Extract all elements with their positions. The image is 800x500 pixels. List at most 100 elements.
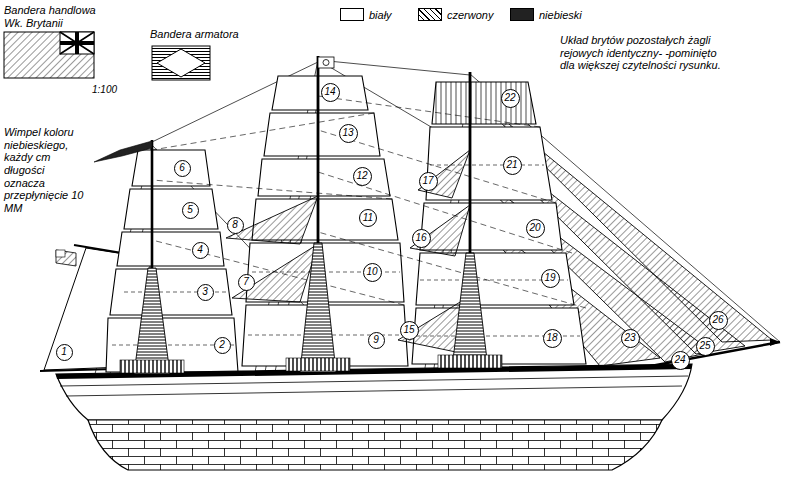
brace xyxy=(152,240,404,305)
shrouds xyxy=(134,268,170,374)
callout-circle: 17 xyxy=(419,172,438,191)
callout-number: 7 xyxy=(243,277,249,287)
bowsprit xyxy=(640,342,780,368)
callout-circle: 26 xyxy=(709,311,728,330)
chainplates xyxy=(438,355,502,368)
callout-circle: 16 xyxy=(412,229,431,248)
owner-flag-diamond xyxy=(157,49,205,77)
callout-circle: 9 xyxy=(368,332,385,349)
sail-seams xyxy=(112,165,580,345)
callout-circle: 5 xyxy=(182,202,199,219)
ensign-flag xyxy=(4,32,94,78)
callout-circle: 11 xyxy=(359,209,377,227)
masts xyxy=(152,56,470,374)
legend-swatch xyxy=(510,8,534,21)
square-sail xyxy=(132,150,210,186)
callout-circle: 24 xyxy=(671,351,690,370)
callout-number: 12 xyxy=(356,171,367,181)
shrouds xyxy=(452,253,488,368)
stern-ensign xyxy=(56,250,76,266)
callout-number: 23 xyxy=(624,333,635,343)
house-flag xyxy=(318,57,334,68)
callout-number: 1 xyxy=(61,347,67,357)
pennant xyxy=(94,141,152,162)
square-sail xyxy=(258,159,390,196)
callout-number: 15 xyxy=(403,325,414,335)
staysail xyxy=(232,244,318,302)
sheer-line xyxy=(60,376,688,396)
legend-entry: biały xyxy=(340,8,392,21)
hull-plating xyxy=(88,420,662,470)
square-sail xyxy=(264,113,380,156)
legend-swatch xyxy=(418,8,442,21)
square-sail xyxy=(432,82,536,124)
shrouds xyxy=(300,243,336,372)
house-flag-emblem xyxy=(323,60,329,66)
callout-number: 14 xyxy=(324,87,335,97)
callout-circle: 10 xyxy=(363,263,382,282)
mizzen-sails xyxy=(106,150,238,372)
callout-circle: 22 xyxy=(501,89,520,108)
callout-number: 19 xyxy=(544,273,555,283)
callout-number: 3 xyxy=(202,287,208,297)
rigging xyxy=(95,60,780,374)
drawing-note: Układ brytów pozostałych żagli rejowych … xyxy=(560,34,732,72)
callout-circle: 15 xyxy=(400,321,419,340)
union-saltire xyxy=(60,32,94,54)
callout-number: 10 xyxy=(366,267,377,277)
callout-number: 25 xyxy=(699,341,710,351)
legend-text: niebieski xyxy=(539,9,582,21)
staysail xyxy=(418,150,470,198)
braces xyxy=(152,96,586,308)
legend-text: czerwony xyxy=(447,9,493,21)
callout-circle: 7 xyxy=(238,274,255,291)
callout-circle: 1 xyxy=(56,344,73,361)
stay xyxy=(318,60,470,75)
callout-circle: 19 xyxy=(541,269,560,288)
owner-flag xyxy=(152,46,210,80)
callout-number: 21 xyxy=(506,160,517,170)
callout-circle: 14 xyxy=(321,83,340,102)
callout-number: 4 xyxy=(197,245,203,255)
union-cross xyxy=(60,32,94,54)
staysails xyxy=(226,150,470,352)
stern-ensign-canton xyxy=(56,250,65,257)
callout-number: 2 xyxy=(219,340,225,350)
brace xyxy=(152,113,374,150)
chainplates xyxy=(120,360,184,373)
callout-circle: 18 xyxy=(543,329,562,348)
square-sail xyxy=(272,76,368,110)
square-sail xyxy=(110,269,232,315)
square-sail xyxy=(124,189,218,229)
callout-number: 13 xyxy=(342,128,353,138)
callout-number: 16 xyxy=(415,233,426,243)
square-sail xyxy=(106,318,238,372)
callout-circle: 12 xyxy=(353,167,372,186)
bowsprit-tip xyxy=(770,338,780,346)
callout-number: 17 xyxy=(422,176,433,186)
legend-text: biały xyxy=(369,9,392,21)
square-sail xyxy=(117,232,224,266)
union-canton xyxy=(60,32,94,54)
callout-circle: 8 xyxy=(227,217,244,234)
callout-circle: 25 xyxy=(696,337,715,356)
pennant-note: Wimpel koloru niebieskiego, każdy cm dłu… xyxy=(4,126,88,214)
callout-number: 18 xyxy=(546,333,557,343)
callout-number: 8 xyxy=(232,220,238,230)
scale-note: 1:100 xyxy=(92,84,142,96)
chainplates xyxy=(286,358,350,371)
callout-circle: 23 xyxy=(621,329,640,348)
flag-caption: Bandera handlowa Wk. Brytanii xyxy=(4,4,108,29)
callout-number: 24 xyxy=(674,355,685,365)
staysail xyxy=(226,196,318,244)
legend-swatch xyxy=(340,8,364,21)
callout-circle: 13 xyxy=(339,124,358,143)
callout-circle: 20 xyxy=(526,219,545,238)
legend-entry: czerwony xyxy=(418,8,493,21)
callout-number: 9 xyxy=(373,335,379,345)
callout-circle: 6 xyxy=(174,160,191,177)
staysail xyxy=(410,205,470,256)
